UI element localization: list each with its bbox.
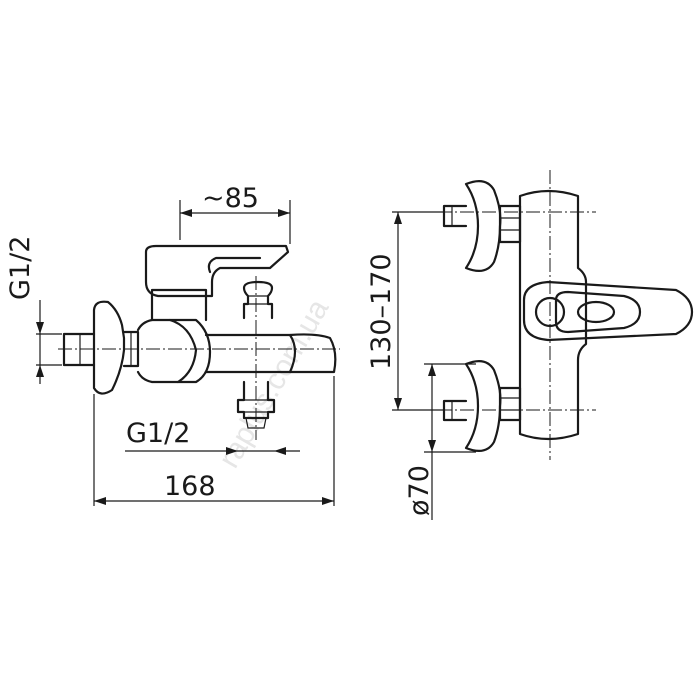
side-outlet-thread-dimension: G1/2 <box>126 418 190 449</box>
front-view: 130–170 ø70 <box>366 170 694 520</box>
watermark: raplus.com.ua <box>212 294 335 474</box>
side-wall-flange <box>92 300 126 395</box>
front-lower-nut <box>498 386 522 422</box>
side-spout <box>204 333 337 374</box>
side-inlet-thread-dimension: G1/2 <box>5 236 36 300</box>
side-handle-lever <box>144 244 290 298</box>
front-body <box>518 189 588 441</box>
front-upper-inlet <box>442 204 468 228</box>
side-diverter-knob <box>242 280 274 320</box>
side-body <box>136 318 212 384</box>
front-lever-handle <box>522 280 694 342</box>
side-total-depth-dimension: 168 <box>164 471 216 502</box>
side-handle-column <box>150 288 208 322</box>
front-center-distance-dimension: 130–170 <box>366 253 397 370</box>
side-view: G1/2 ~85 G1/2 168 <box>5 183 340 506</box>
front-flange-diameter-dimension: ø70 <box>404 465 435 516</box>
front-upper-nut <box>498 204 522 244</box>
front-upper-flange <box>464 179 502 273</box>
front-lower-flange <box>464 359 502 453</box>
side-handle-depth-dimension: ~85 <box>202 183 259 214</box>
